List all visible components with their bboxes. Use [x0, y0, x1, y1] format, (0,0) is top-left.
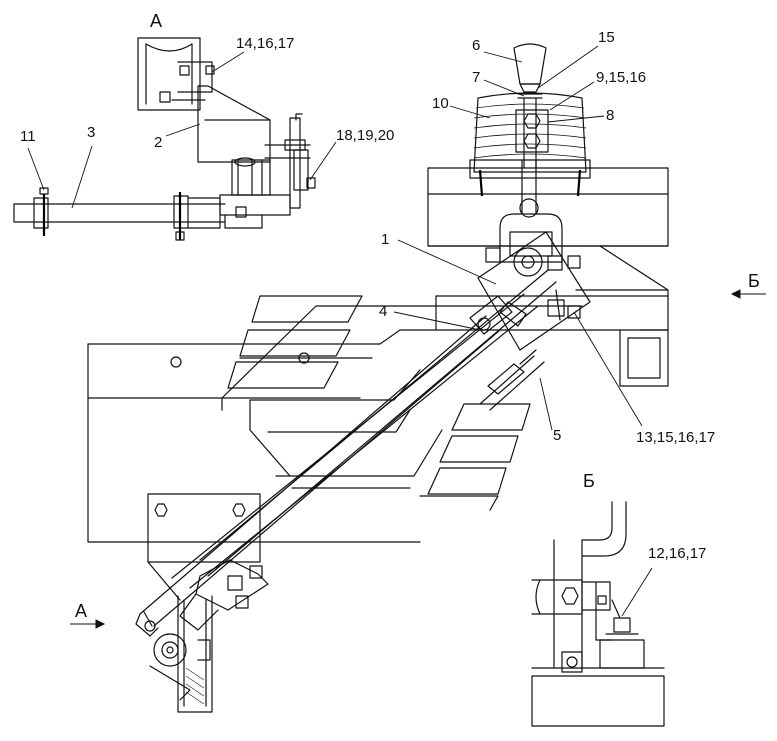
callout-5: 5 [553, 427, 562, 444]
callout-9-15-16: 9,15,16 [596, 69, 647, 86]
callout-4: 4 [379, 303, 388, 320]
callout-18-19-20: 18,19,20 [336, 127, 395, 144]
callout-7: 7 [472, 69, 481, 86]
callout-8: 8 [606, 107, 615, 124]
callout-15: 15 [598, 29, 615, 46]
callout-11: 11 [20, 128, 36, 145]
callout-13-15-16-17: 13,15,16,17 [636, 429, 716, 446]
view-b-title: Б [583, 471, 595, 491]
callout-10: 10 [432, 95, 449, 112]
view-arrows [70, 289, 766, 629]
callout-3: 3 [87, 124, 96, 141]
callout-6: 6 [472, 37, 481, 54]
leader-lines [27, 45, 653, 617]
view-a-arrow-label: А [75, 601, 88, 621]
view-a-title: А [150, 11, 163, 31]
view-b-detail [531, 501, 665, 727]
callout-12-16-17: 12,16,17 [648, 545, 707, 562]
callout-2: 2 [154, 134, 163, 151]
view-b-arrow-label: Б [748, 271, 760, 291]
callout-1: 1 [381, 231, 390, 248]
view-a-detail [13, 37, 316, 241]
main-view [87, 43, 669, 713]
callout-14-16-17: 14,16,17 [236, 35, 295, 52]
